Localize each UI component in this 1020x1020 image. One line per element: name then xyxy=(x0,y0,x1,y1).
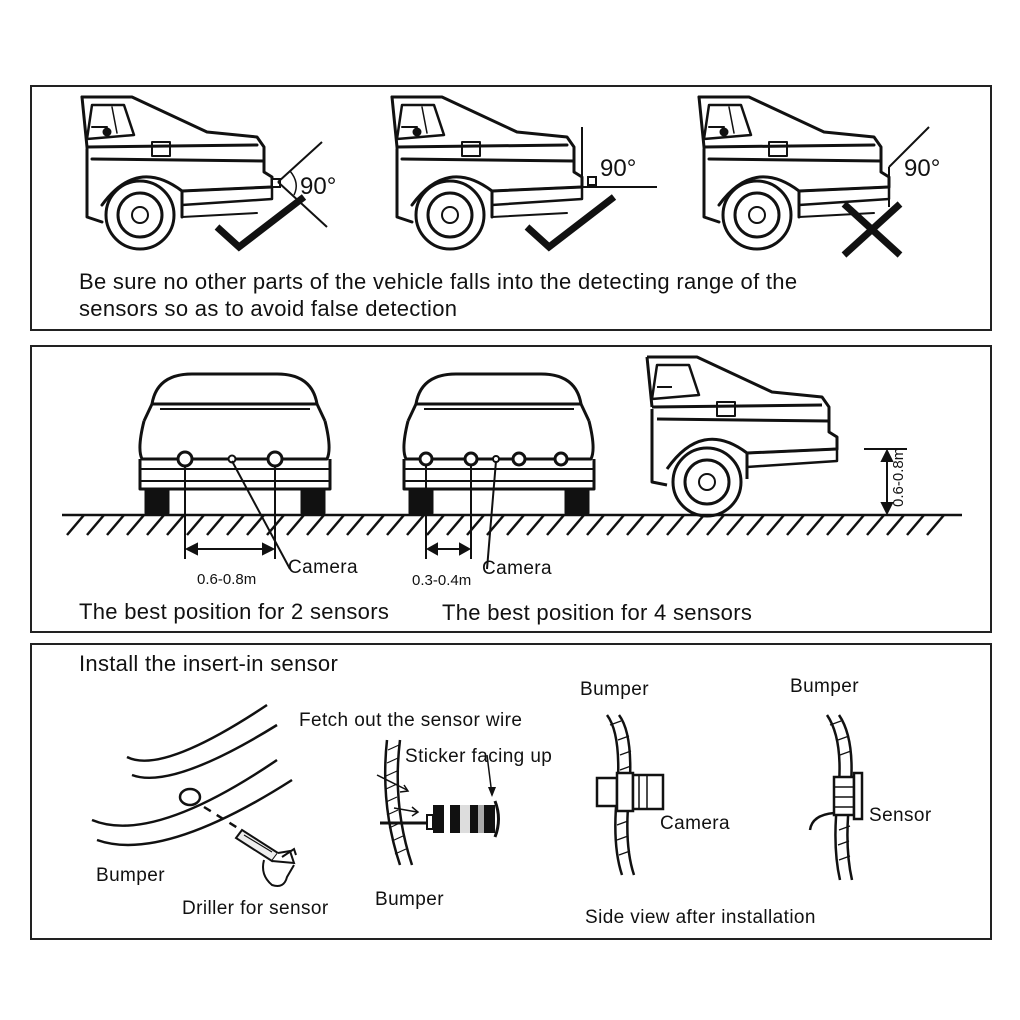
bumper-section-sensor xyxy=(808,714,864,881)
bumper-section-camera xyxy=(595,714,665,876)
bumper-label: Bumper xyxy=(580,679,649,700)
car-side-view-height xyxy=(645,355,839,518)
car-side-view-1 xyxy=(80,95,328,251)
panel-install-steps: Install the insert-in sensor Bumper Dril… xyxy=(30,643,992,940)
sticker-label: Sticker facing up xyxy=(405,746,553,767)
caption-line-2: sensors so as to avoid false detection xyxy=(79,296,458,321)
check-mark-icon xyxy=(214,194,307,252)
caption-line-1: Be sure no other parts of the vehicle fa… xyxy=(79,269,798,294)
four-sensor-distance: 0.3-0.4m xyxy=(412,572,472,589)
sensor-label: Sensor xyxy=(869,805,932,826)
angle-label: 90° xyxy=(600,155,637,182)
two-sensor-distance: 0.6-0.8m xyxy=(197,571,257,588)
caption-4-sensors: The best position for 4 sensors xyxy=(442,600,753,625)
car-rear-view-4-sensors xyxy=(402,372,596,515)
side-view-label: Side view after installation xyxy=(585,907,816,928)
sensor-icon xyxy=(426,754,500,838)
panel-sensor-position: 0.6-0.8m Camera 0.3-0.4m Camera 0.6-0.8m… xyxy=(30,345,992,633)
caption-2-sensors: The best position for 2 sensors xyxy=(79,599,390,624)
sensor-angle-illustrations xyxy=(80,95,930,258)
angle-label: 90° xyxy=(904,155,941,182)
height-label: 0.6-0.8m xyxy=(890,447,907,507)
install-title: Install the insert-in sensor xyxy=(79,651,339,676)
cross-mark-icon xyxy=(841,201,903,258)
install-illustrations xyxy=(91,703,864,887)
camera-label: Camera xyxy=(288,557,358,578)
bumper-label: Bumper xyxy=(96,865,165,886)
bumper-curves xyxy=(91,703,293,847)
angle-label: 90° xyxy=(300,173,337,200)
bumper-section-insert xyxy=(376,739,427,866)
driller-label: Driller for sensor xyxy=(182,898,329,919)
bumper-label: Bumper xyxy=(375,889,444,910)
camera-label: Camera xyxy=(660,813,730,834)
panel-sensor-angle: 90° 90° 90° Be sure no other parts of th… xyxy=(30,85,992,331)
check-mark-icon xyxy=(524,194,617,252)
driller-icon xyxy=(234,828,297,887)
car-side-view-2 xyxy=(390,95,657,251)
car-rear-view-2-sensors xyxy=(138,372,332,515)
height-dimension-arrow xyxy=(864,448,907,516)
car-side-view-3 xyxy=(697,95,930,251)
bumper-label: Bumper xyxy=(790,676,859,697)
ground-hatching xyxy=(66,514,945,536)
fetch-wire-label: Fetch out the sensor wire xyxy=(299,710,523,731)
sensor-position-illustrations xyxy=(62,355,962,570)
camera-label: Camera xyxy=(482,558,552,579)
